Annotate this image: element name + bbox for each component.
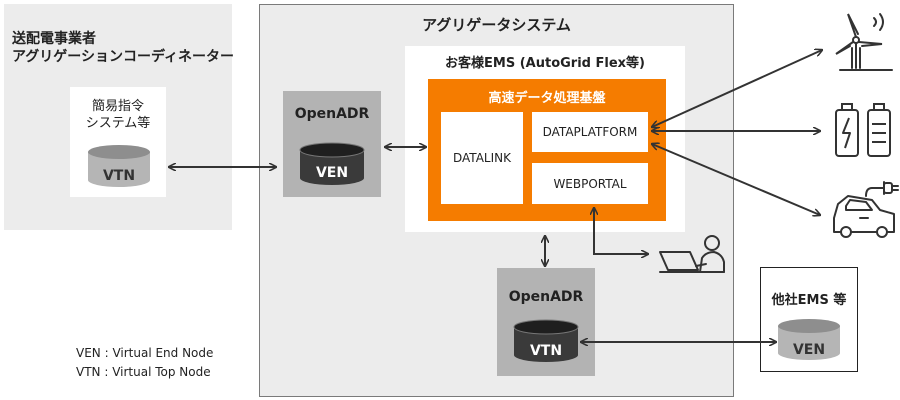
openadr-ven-title: OpenADR [294, 106, 370, 122]
webportal-module: WEBPORTAL [532, 163, 648, 204]
platform-title: 高速データ処理基盤 [488, 91, 606, 106]
aggregator-ven-label: VEN [316, 165, 348, 181]
dataplatform-module: DATAPLATFORM [532, 112, 648, 152]
openadr-vtn-title: OpenADR [508, 289, 584, 305]
operator-vtn-label: VTN [103, 168, 135, 184]
operator-role: アグリゲーションコーディネーター [12, 49, 235, 65]
datalink-module: DATALINK [441, 112, 523, 204]
system-label: システム等 [85, 116, 151, 131]
connectors [169, 50, 822, 342]
database-cylinder-icon [299, 142, 365, 185]
customer-ems-title: お客様EMS (AutoGrid Flex等) [445, 56, 645, 71]
database-cylinder-icon [778, 319, 840, 360]
other-ems-title: 他社EMS 等 [771, 293, 847, 308]
database-cylinder-icon [88, 145, 150, 187]
legend-ven: VEN : Virtual End Node [76, 346, 214, 360]
aggregator-vtn-label: VTN [530, 343, 562, 359]
operator-name: 送配電事業者 [12, 31, 96, 47]
simple-command-label: 簡易指令 [91, 99, 144, 114]
battery-icon [835, 103, 891, 157]
user-laptop-icon [659, 235, 725, 273]
ev-car-icon [833, 181, 899, 238]
other-ems-ven-label: VEN [793, 342, 825, 358]
aggregator-title: アグリゲータシステム [422, 16, 571, 34]
wind-turbine-icon [835, 13, 893, 71]
legend-vtn: VTN : Virtual Top Node [76, 365, 211, 379]
database-cylinder-icon [513, 319, 579, 362]
